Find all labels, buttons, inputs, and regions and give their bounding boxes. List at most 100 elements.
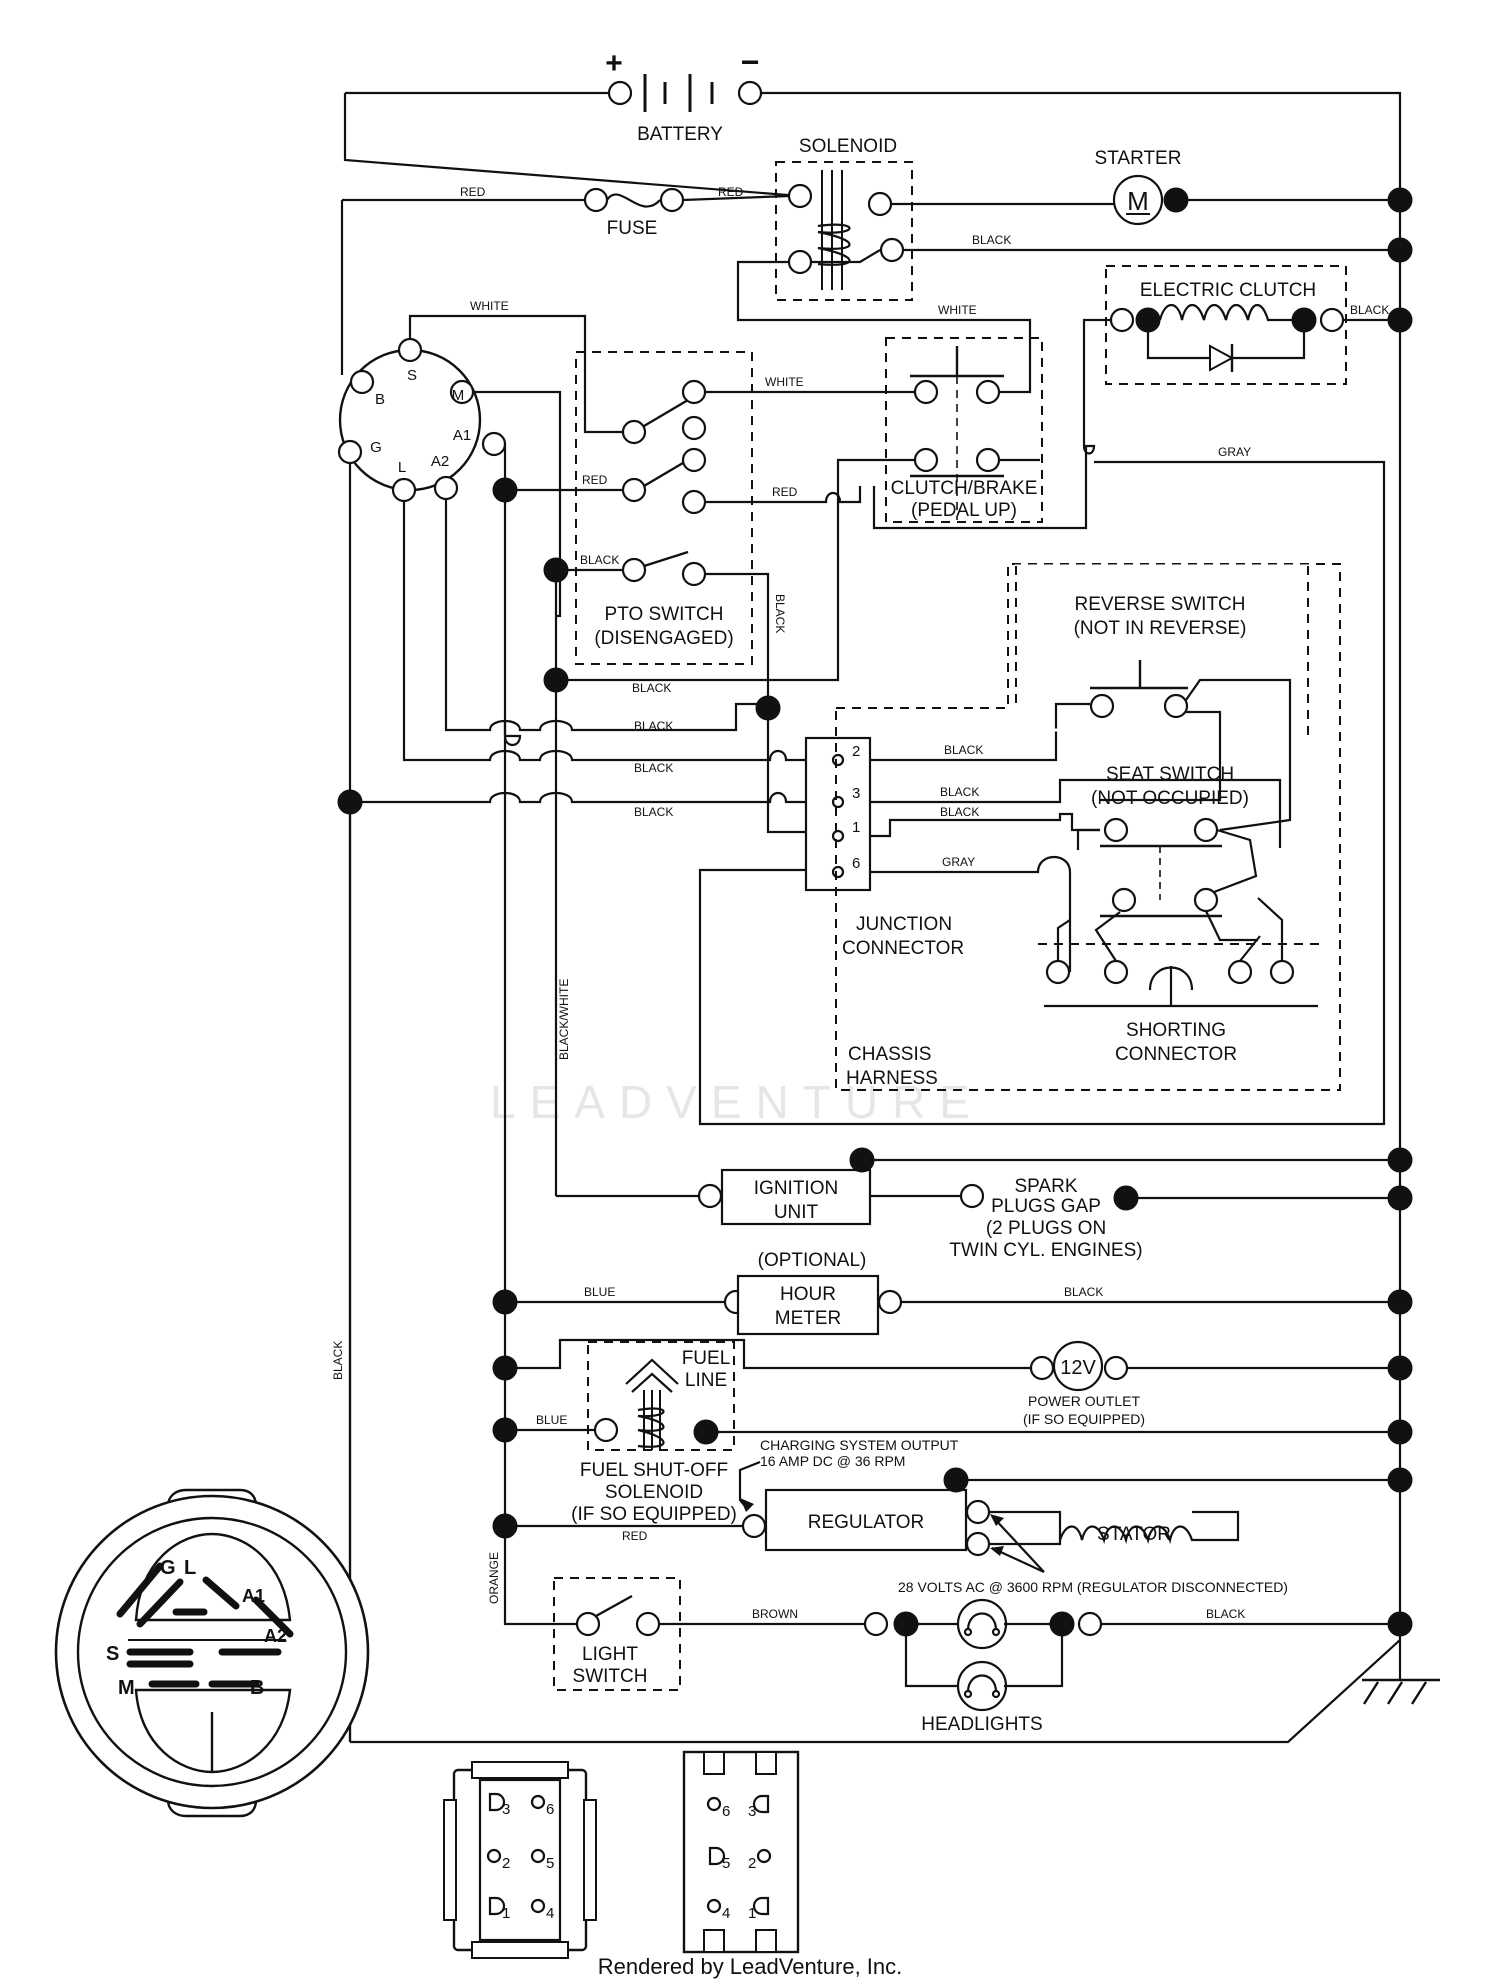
shorting-label: SHORTING [1126,1020,1226,1041]
jc-pin2-wire [870,702,1090,762]
fuse-label: FUSE [607,218,658,239]
clutch-brake-label: CLUTCH/BRAKE [891,478,1038,499]
charging-output-value: 16 AMP DC @ 36 RPM [760,1453,905,1469]
reverse-switch: REVERSE SWITCH (NOT IN REVERSE) [1014,564,1310,832]
wire-label-white-pto: WHITE [765,375,804,389]
wire-label-black-lights: BLACK [1206,1607,1245,1621]
fuel-line-label-2: LINE [685,1370,727,1391]
ignition-unit-label: IGNITION [754,1178,838,1199]
pto-switch: PTO SWITCH (DISENGAGED) WHITE RED RED BL… [492,351,924,704]
solenoid: SOLENOID [775,136,913,301]
hour-meter: (OPTIONAL) HOUR METER [736,1250,880,1336]
wire-label-black-vertical: BLACK [773,594,787,633]
wire-label-black-jc1: BLACK [940,805,979,819]
spark-label-2: PLUGS GAP [991,1196,1101,1217]
seat-switch: SEAT SWITCH (NOT OCCUPIED) [1076,764,1258,942]
pto-switch-label: PTO SWITCH [605,604,724,625]
junction-pin-1: 1 [852,819,860,836]
optional-label: (OPTIONAL) [758,1250,867,1271]
pto-switch-state: (DISENGAGED) [594,628,733,649]
plug-face-s: S [106,1643,119,1665]
conn-right-pin-5: 5 [722,1855,730,1872]
connector-face-right: 6 3 5 2 4 1 [682,1750,800,1954]
headlights: HEADLIGHTS [904,1598,1064,1735]
wire-label-black-4: BLACK [634,805,673,819]
plug-face-l: L [184,1557,196,1579]
starter-motor-symbol: M [1127,186,1149,216]
chassis-harness-boundary [835,563,1341,1091]
ignition-plug-face: G L A1 S A2 M B [54,1488,370,1818]
reverse-switch-state: (NOT IN REVERSE) [1074,618,1247,639]
frame-wires [340,91,1402,1744]
chassis-label: CHASSIS [848,1044,931,1065]
conn-left-pin-6: 6 [546,1801,554,1818]
ignition-terminal-l: L [398,459,406,476]
conn-right-pin-4: 4 [722,1905,730,1922]
battery: BATTERY + − [605,44,763,145]
power-outlet-equipped: (IF SO EQUIPPED) [1023,1411,1145,1427]
ignition-terminal-b: B [375,391,385,408]
ignition-switch: S B M G A1 L A2 WHITE [337,299,623,618]
solenoid-coil-wire [736,260,1032,394]
wire-label-black-jc2: BLACK [944,743,983,757]
outlet-symbol: 12V [1060,1357,1096,1379]
battery-plus: + [605,47,623,80]
hour-meter-label-2: METER [775,1308,842,1329]
plug-face-g: G [160,1557,176,1579]
wire-label-red-regulator: RED [622,1529,648,1543]
conn-left-pin-4: 4 [546,1905,554,1922]
power-outlet-label: POWER OUTLET [1028,1393,1140,1409]
shorting-connector: SHORTING CONNECTOR [1038,897,1320,1065]
conn-right-pin-6: 6 [722,1803,730,1820]
ignition-unit-label-2: UNIT [774,1202,819,1223]
orange-wire [503,1526,576,1626]
spark-plugs-label: SPARK PLUGS GAP (2 PLUGS ON TWIN CYL. EN… [949,1176,1142,1261]
clutch-brake-state: (PEDAL UP) [911,500,1017,521]
junction-pin-6: 6 [852,855,860,872]
conn-left-pin-3: 3 [502,1801,510,1818]
junction-pin-3: 3 [852,785,860,802]
wire-label-black-3: BLACK [634,761,673,775]
shorting-connector-label: CONNECTOR [1115,1044,1237,1065]
wire-label-red-clutch: RED [772,485,798,499]
ignition-unit: IGNITION UNIT [720,1168,872,1226]
wire-label-black-white: BLACK/WHITE [557,979,571,1060]
wire-label-red-fuse-right: RED [718,185,744,199]
solenoid-label: SOLENOID [799,136,897,157]
ignition-terminal-a2: A2 [431,453,449,470]
seat-switch-state: (NOT OCCUPIED) [1091,788,1249,809]
wire-label-black-solenoid: BLACK [972,233,1011,247]
fuel-solenoid-label-2: SOLENOID [605,1482,703,1503]
stator: STATOR [989,1510,1240,1546]
fuse: FUSE RED RED [342,185,790,239]
wire-label-red-fuse-left: RED [460,185,486,199]
electric-clutch: ELECTRIC CLUTCH BLACK [872,265,1413,530]
wire-label-gray-top: GRAY [1218,445,1251,459]
footer-credit: Rendered by LeadVenture, Inc. [597,1954,903,1979]
junction-connector-label: CONNECTOR [842,938,964,959]
spark-label-3: (2 PLUGS ON [986,1218,1106,1239]
wire-label-orange: ORANGE [487,1552,501,1604]
junction-label: JUNCTION [856,914,952,935]
fuel-shutoff-solenoid: FUEL LINE FUEL SHUT-OFF SOLENOID (IF SO … [571,1341,737,1525]
conn-right-pin-3: 3 [748,1803,756,1820]
jc-pin6-wire [870,856,1072,972]
light-switch: LIGHT SWITCH [553,1577,681,1691]
battery-label: BATTERY [637,124,723,145]
junction-pin-2: 2 [852,743,860,760]
wire-label-blue-fuel: BLUE [536,1413,567,1427]
stator-label: STATOR [1097,1524,1171,1545]
battery-minus: − [741,44,760,80]
wire-label-black-frame: BLACK [331,1341,345,1380]
light-switch-label-2: SWITCH [573,1666,648,1687]
wire-label-black-hour: BLACK [1064,1285,1103,1299]
wire-label-black-2: BLACK [634,719,673,733]
volts-arrow-1 [991,1515,1045,1573]
wire-label-blue-hour: BLUE [584,1285,615,1299]
wire-label-red-pto: RED [582,473,608,487]
watermark: LEADVENTURE [490,1076,984,1128]
chassis-harness-label: HARNESS [846,1068,938,1089]
ignition-terminal-s: S [407,367,417,384]
starter: M STARTER [891,148,1413,226]
